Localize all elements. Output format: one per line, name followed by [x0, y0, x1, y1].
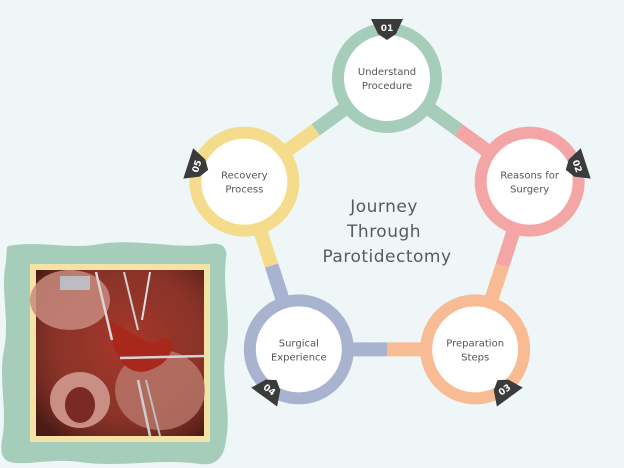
node-label-line: Surgical [279, 338, 319, 349]
photo-frame [1, 242, 228, 465]
node-ring [474, 126, 585, 237]
node-badge: 05 [183, 148, 209, 179]
node-label-line: Recovery [221, 171, 267, 182]
node-disc [201, 138, 288, 225]
node-ring [420, 294, 531, 405]
badge-shape [493, 379, 523, 407]
badge-shape [251, 379, 281, 407]
node-label-line: Steps [461, 352, 489, 363]
node-ring [243, 294, 354, 405]
node-disc [432, 306, 519, 393]
node-label-line: Understand [358, 67, 416, 78]
badge-number: 01 [381, 24, 394, 34]
badge-number: 05 [191, 159, 204, 174]
node-label-line: Preparation [446, 338, 504, 349]
badge-shape [371, 19, 403, 40]
node-ring [189, 126, 300, 237]
badge-shape [183, 148, 209, 179]
node-disc [344, 35, 430, 121]
center-title-line-2: Through [346, 222, 421, 242]
node-badge: 01 [371, 19, 403, 40]
node-label-line: Surgery [510, 185, 549, 196]
node-disc [255, 306, 342, 393]
badge-number: 02 [570, 159, 583, 174]
center-title-line-3: Parotidectomy [322, 247, 451, 267]
node-disc [486, 138, 573, 225]
node-label-line: Process [225, 185, 263, 196]
center-title-line-1: Journey [349, 197, 418, 217]
node-badge: 02 [565, 148, 591, 179]
surgery-photo-icon [30, 270, 205, 437]
node-label-line: Experience [271, 352, 327, 363]
badge-shape [565, 148, 591, 179]
center-title: Journey Through Parotidectomy [322, 197, 451, 267]
node-badge: 03 [493, 379, 523, 407]
node-label-line: Procedure [362, 81, 412, 92]
node-label-line: Reasons for [500, 171, 559, 182]
node-badge: 04 [251, 379, 281, 407]
